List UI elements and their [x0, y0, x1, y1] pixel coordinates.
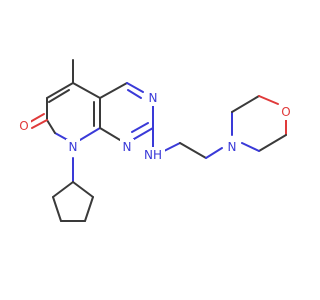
atom-n-morpholine: N — [225, 139, 239, 155]
atom-label-n-morpholine: N — [228, 140, 237, 154]
atom-n-ring: N — [66, 139, 80, 155]
atom-labels: O N N N NH N O — [17, 90, 293, 175]
bond-morph-c2-o — [258, 95, 279, 105]
atom-label-nh-amine: NH — [144, 148, 162, 162]
bond-c5-c6 — [46, 82, 74, 99]
atom-label-o-morpholine: O — [281, 105, 290, 119]
bond-cp-1 — [72, 181, 94, 198]
bond-c5-c6-double — [48, 89, 70, 103]
bond-ch2-ch2 — [179, 142, 207, 159]
atom-nh-amine: NH — [143, 147, 165, 175]
bond-c4a-c4 — [99, 82, 128, 99]
bond-morph-c3-c4 — [258, 134, 287, 152]
bond-cp-4 — [52, 196, 62, 222]
atom-o-carbonyl: O — [17, 118, 31, 134]
atom-o-morpholine: O — [279, 104, 293, 120]
bond-cp-2 — [84, 196, 94, 222]
atom-label-n-pyrimidine-bottom: N — [123, 140, 132, 154]
bond-ch2-nmorph — [205, 147, 223, 159]
atom-label-o-carbonyl: O — [19, 119, 28, 133]
atom-label-n-pyrimidine-top: N — [149, 91, 158, 105]
molecule-drawing: O N N N NH N O — [17, 59, 293, 222]
bond-c4-n3 — [126, 82, 144, 93]
bond-c2-n1-double — [131, 122, 149, 133]
atom-n-pyrimidine-bottom: N — [120, 139, 134, 155]
bond-carbonyl-double — [29, 113, 45, 123]
bond-c7-n8-a — [46, 119, 56, 134]
bond-c5-c4a — [72, 82, 101, 99]
bond-morph-c1-c2 — [231, 95, 260, 113]
atom-label-n-ring: N — [69, 140, 78, 154]
bond-morph-c4-n — [241, 142, 260, 152]
bond-group — [29, 59, 287, 222]
bond-c8a-n8 — [79, 127, 101, 141]
bond-n1-c8a — [99, 127, 121, 141]
bond-c4-n3-double — [127, 89, 142, 99]
bond-carbonyl — [31, 119, 48, 129]
atom-n-pyrimidine-top: N — [146, 90, 160, 106]
structure-diagram: O N N N NH N O — [17, 59, 293, 222]
bond-c2-n1 — [133, 127, 154, 140]
bond-cp-5 — [52, 181, 74, 198]
